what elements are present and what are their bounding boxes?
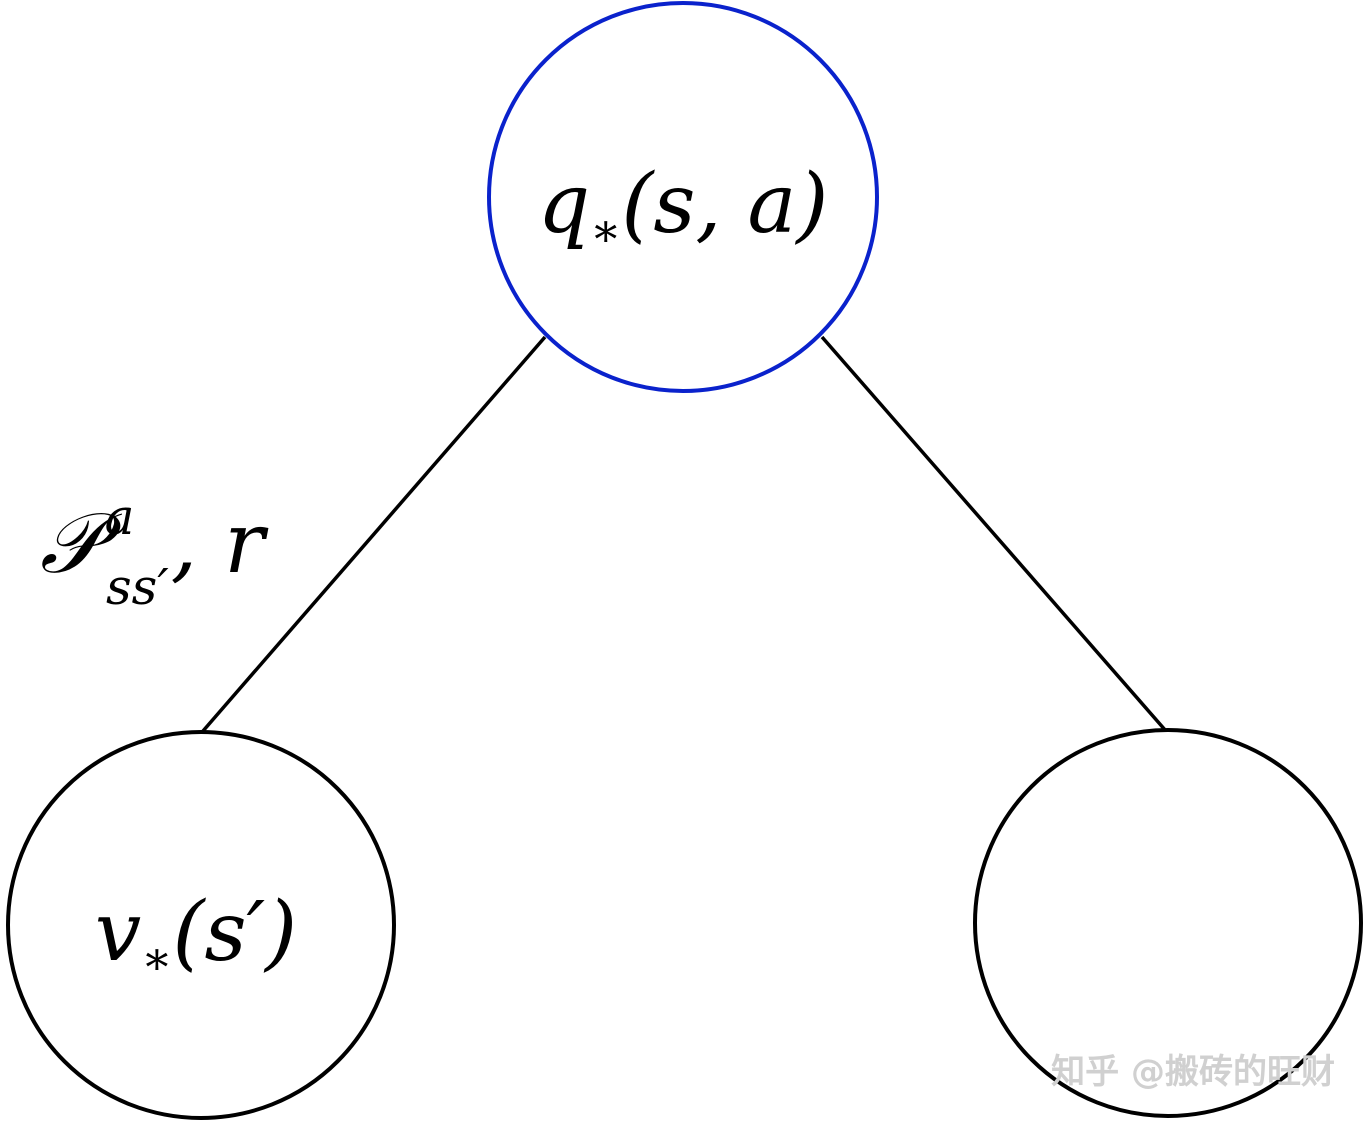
q-base: q bbox=[538, 157, 591, 252]
node-q-star bbox=[487, 1, 879, 393]
edge-top-to-left bbox=[201, 335, 547, 733]
node-v-star bbox=[6, 730, 396, 1120]
q-subscript: ∗ bbox=[590, 203, 621, 257]
v-base: v bbox=[95, 885, 141, 980]
transition-prob-sub: ss′ bbox=[106, 558, 169, 616]
node-v-star-label: v∗(s′) bbox=[95, 885, 297, 985]
node-q-star-label: q∗(s, a) bbox=[538, 157, 829, 257]
node-right-empty bbox=[973, 728, 1363, 1118]
transition-prob-sup: a bbox=[105, 488, 135, 546]
reward-symbol: , r bbox=[171, 494, 269, 592]
watermark-text: 知乎 @搬砖的旺财 bbox=[1051, 1052, 1335, 1092]
edge-top-to-right bbox=[820, 335, 1168, 733]
v-args: (s′) bbox=[172, 885, 297, 980]
v-subscript: ∗ bbox=[141, 931, 172, 985]
q-args: (s, a) bbox=[621, 157, 828, 252]
